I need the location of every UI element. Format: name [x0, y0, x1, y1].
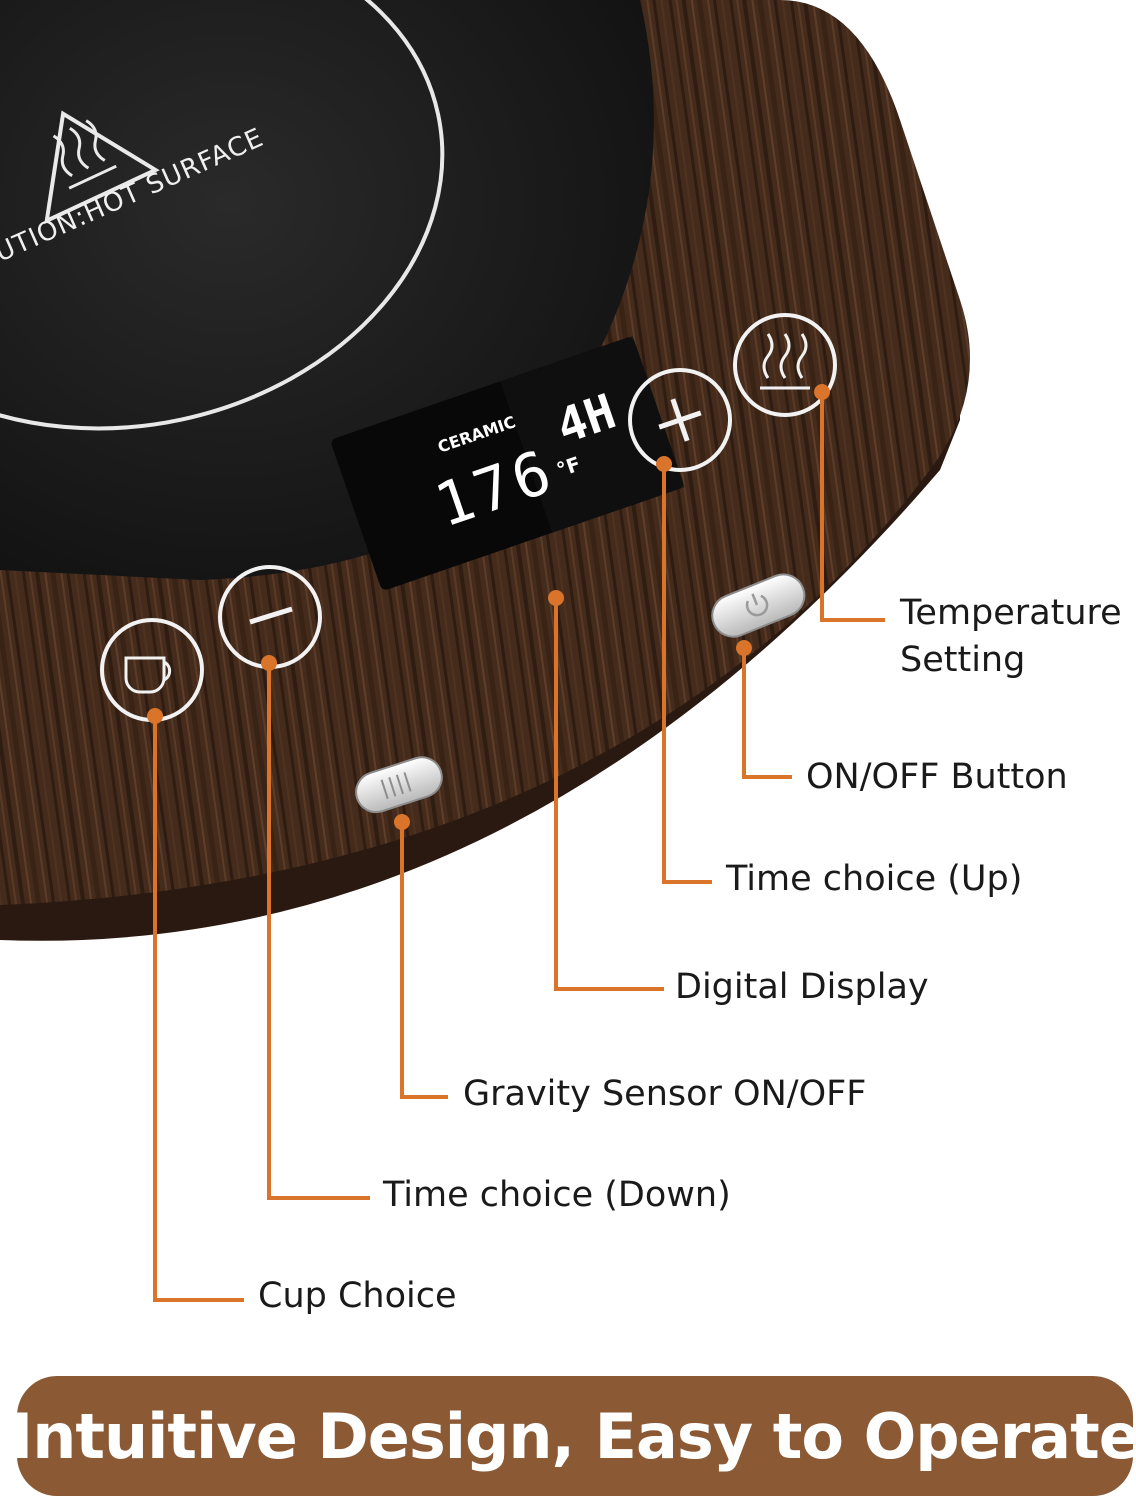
- plate-ring: [0, 0, 445, 431]
- power-icon: [745, 593, 769, 617]
- label-time-choice-up: Time choice (Up): [726, 859, 1023, 899]
- label-gravity-sensor: Gravity Sensor ON/OFF: [463, 1074, 867, 1114]
- hot-surface-warning-icon: [44, 110, 160, 225]
- heat-icon: [760, 333, 810, 390]
- leader-time-down: [267, 663, 370, 1200]
- callout-leaders: [153, 392, 885, 1302]
- temperature-setting-button[interactable]: [733, 313, 837, 417]
- minus-icon: [249, 606, 293, 625]
- label-on-off-button: ON/OFF Button: [806, 757, 1068, 797]
- leader-time-up: [662, 464, 712, 884]
- leader-gravity: [400, 822, 448, 1099]
- label-time-choice-down: Time choice (Down): [383, 1175, 731, 1215]
- leader-display: [554, 598, 664, 991]
- label-digital-display: Digital Display: [675, 967, 929, 1007]
- power-button[interactable]: [706, 568, 811, 643]
- cup-icon: [124, 656, 172, 694]
- callout-dots: [147, 384, 830, 830]
- leader-on-off: [742, 648, 792, 779]
- leader-cup: [153, 716, 244, 1302]
- label-cup-choice: Cup Choice: [258, 1276, 457, 1316]
- digital-display: CERAMIC 176 °F 4H: [331, 335, 685, 590]
- plus-icon: [658, 398, 702, 442]
- gravity-sensor-switch[interactable]: [351, 752, 447, 817]
- leader-temperature-setting: [820, 392, 885, 622]
- plus-button[interactable]: [628, 368, 732, 472]
- tagline-banner: Intuitive Design, Easy to Operate: [10, 1376, 1136, 1496]
- label-temperature-setting: Temperature Setting: [900, 593, 1122, 680]
- tagline-text: Intuitive Design, Easy to Operate: [10, 1399, 1136, 1473]
